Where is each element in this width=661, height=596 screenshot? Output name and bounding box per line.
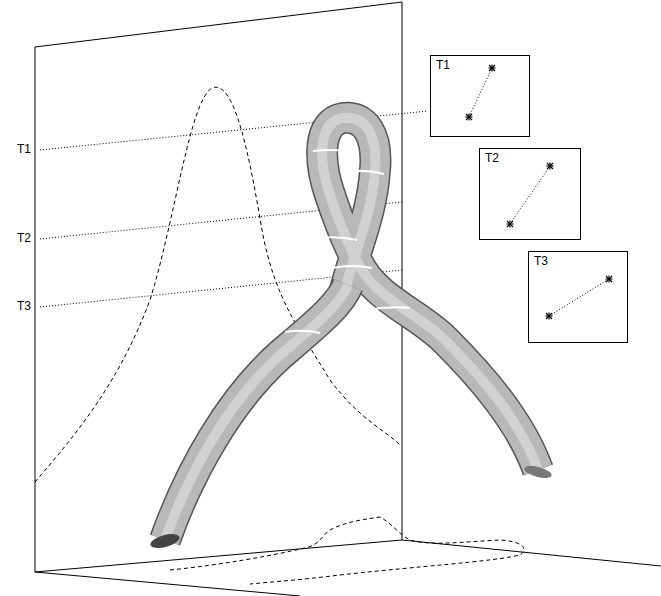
inset-panel: T1 bbox=[430, 55, 530, 137]
inset-panel: T2 bbox=[479, 148, 581, 240]
panel-title: T1 bbox=[436, 58, 450, 72]
axis-label: T3 bbox=[16, 299, 32, 313]
floor-curve bbox=[170, 517, 524, 584]
panel-title: T3 bbox=[534, 254, 548, 268]
inset-panel: T3 bbox=[528, 251, 628, 343]
panel-title: T2 bbox=[485, 151, 499, 165]
axes-frame bbox=[35, 2, 661, 596]
axis-label: T1 bbox=[16, 142, 32, 156]
axis-label: T2 bbox=[16, 231, 32, 245]
